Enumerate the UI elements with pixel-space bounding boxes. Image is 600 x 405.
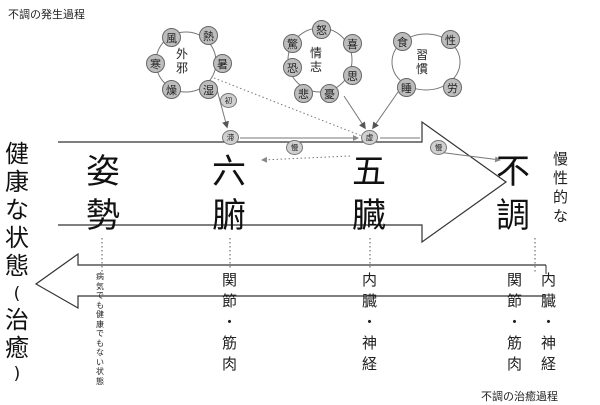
emotion-node-fear: 恐 [283, 58, 302, 77]
chronic-dotted-back [261, 155, 351, 163]
chronic-label: 慢 性 的 な [553, 150, 569, 225]
initial-dotted-line [213, 77, 363, 137]
chronic-tag-left: 慢 [286, 140, 303, 155]
external-node-heat: 熱 [199, 26, 218, 45]
habits-label: 習 慣 [416, 48, 429, 76]
emotion-node-fright: 驚 [283, 34, 302, 53]
emotion-node-sorrow: 悲 [294, 84, 313, 103]
external-arrow [215, 85, 229, 129]
development-arrow [58, 120, 508, 244]
emotion-arrow [343, 95, 366, 130]
organs6-detail: 関 節 ・ 筋 肉 [222, 271, 238, 373]
posture-detail: 病 気 で も 健 康 で も な い 状 態 [96, 272, 104, 386]
disorder-title: 不 調 [496, 152, 530, 236]
initial-tag: 初 [220, 93, 237, 108]
habit-cluster-circle [391, 33, 461, 91]
emotions-label: 情 志 [310, 46, 323, 74]
habit-node-sex: 性 [441, 30, 460, 49]
external-node-dryness: 燥 [162, 80, 181, 99]
development-process-label: 不調の発生過程 [8, 8, 85, 21]
chronic-tag-right: 慢 [430, 140, 447, 155]
healing-process-label: 不調の治癒過程 [481, 390, 558, 403]
healing-label: ( 治 癒 ) [5, 284, 29, 384]
external-evils-label: 外 邪 [176, 47, 189, 75]
emotion-node-anger: 怒 [312, 20, 331, 39]
organs5-title: 五 臓 [352, 152, 386, 236]
habit-node-food: 食 [393, 32, 412, 51]
habit-node-sleep: 睡 [397, 78, 416, 97]
posture-title: 姿 勢 [86, 152, 120, 236]
external-node-damp: 湿 [199, 80, 218, 99]
external-node-cold: 寒 [146, 54, 165, 73]
organs5-detail: 内 臓 ・ 神 経 [362, 271, 378, 373]
emotion-node-joy: 喜 [343, 34, 362, 53]
habit-arrow [372, 91, 399, 130]
disorder-detail-joints: 関 節 ・ 筋 肉 [507, 271, 523, 373]
stagnation-tag: 滞 [222, 130, 239, 145]
organs6-title: 六 腑 [212, 152, 246, 236]
external-node-wind: 風 [162, 28, 181, 47]
habit-node-work: 労 [443, 78, 462, 97]
emotion-node-worry: 憂 [320, 84, 339, 103]
deficiency-tag: 虚 [361, 130, 378, 145]
emotion-node-thought: 思 [343, 66, 362, 85]
disorder-detail-organs: 内 臓 ・ 神 経 [541, 271, 557, 373]
healing-arrow [34, 252, 546, 310]
healthy-state-label: 健 康 な 状 態 [5, 140, 29, 280]
external-node-summer-heat: 暑 [213, 54, 232, 73]
chronic-to-disorder [437, 151, 501, 163]
